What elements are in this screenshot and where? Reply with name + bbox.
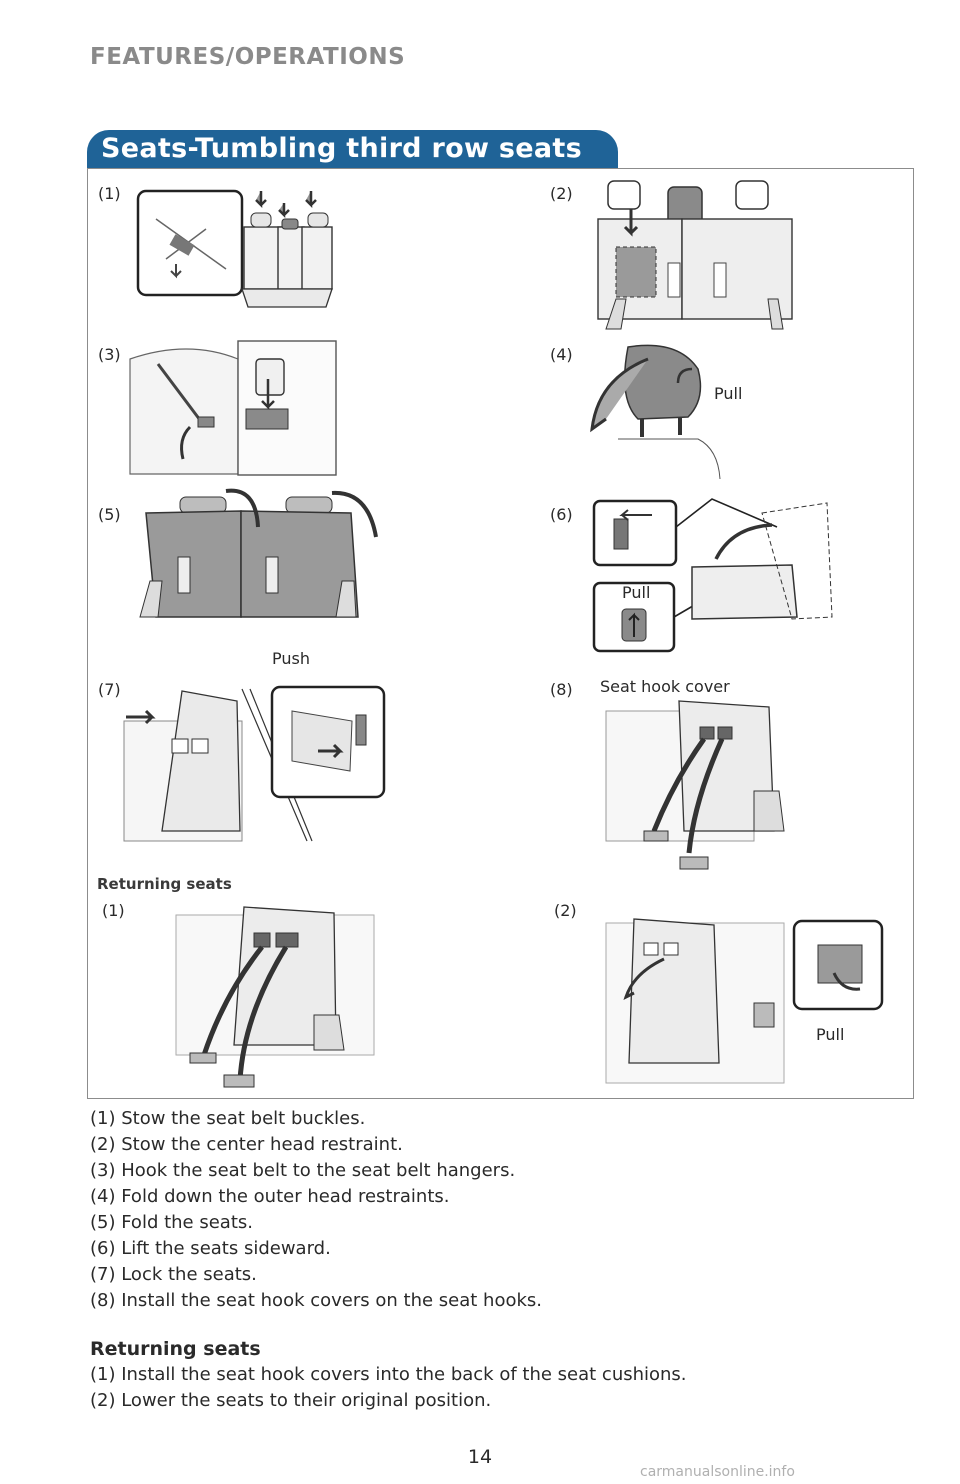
illustration-panel: (1) (2) (3) (4) (5) (6) (7) (8) <box>87 168 914 1099</box>
seat-illustration-return-2 <box>605 918 884 1084</box>
figure-label-2: (2) <box>550 184 573 203</box>
callout-pull-4: Pull <box>714 384 743 403</box>
returning-step-item: (2) Lower the seats to their original po… <box>90 1390 492 1411</box>
seat-illustration-2 <box>597 180 793 330</box>
step-item: (4) Fold down the outer head restraints. <box>90 1186 450 1207</box>
returning-seats-heading: Returning seats <box>90 1338 261 1360</box>
page-number: 14 <box>467 1446 493 1468</box>
callout-seat-hook-cover: Seat hook cover <box>600 677 730 696</box>
figure-label-4: (4) <box>550 345 573 364</box>
seat-illustration-8 <box>605 700 785 870</box>
returning-seats-subheading: Returning seats <box>97 875 232 893</box>
seat-illustration-return-1 <box>175 906 375 1088</box>
seat-illustration-4 <box>590 344 721 480</box>
seat-illustration-7 <box>123 685 386 842</box>
steps-list: (1) Stow the seat belt buckles. (2) Stow… <box>90 1106 542 1314</box>
callout-push: Push <box>272 649 310 668</box>
returning-step-item: (1) Install the seat hook covers into th… <box>90 1364 687 1385</box>
step-item: (1) Stow the seat belt buckles. <box>90 1108 366 1129</box>
step-item: (8) Install the seat hook covers on the … <box>90 1290 542 1311</box>
seat-illustration-6 <box>592 498 833 653</box>
step-item: (7) Lock the seats. <box>90 1264 257 1285</box>
step-item: (6) Lift the seats sideward. <box>90 1238 331 1259</box>
page-title: Seats-Tumbling third row seats <box>101 133 582 164</box>
figure-label-3: (3) <box>98 345 121 364</box>
seat-illustration-3 <box>129 340 337 476</box>
step-item: (5) Fold the seats. <box>90 1212 253 1233</box>
step-item: (2) Stow the center head restraint. <box>90 1134 403 1155</box>
title-banner: Seats-Tumbling third row seats <box>87 130 618 168</box>
figure-label-6: (6) <box>550 505 573 524</box>
returning-steps-list: (1) Install the seat hook covers into th… <box>90 1362 687 1414</box>
step-item: (3) Hook the seat belt to the seat belt … <box>90 1160 516 1181</box>
figure-label-5: (5) <box>98 505 121 524</box>
figure-label-8: (8) <box>550 680 573 699</box>
seat-illustration-1 <box>136 189 333 308</box>
seat-illustration-5 <box>139 488 378 618</box>
figure-label-7: (7) <box>98 680 121 699</box>
figure-label-1: (1) <box>98 184 121 203</box>
watermark: carmanualsonline.info <box>640 1464 795 1480</box>
returning-label-1: (1) <box>102 901 125 920</box>
section-header: FEATURES/OPERATIONS <box>90 44 406 70</box>
callout-pull-6: Pull <box>622 583 651 602</box>
returning-label-2: (2) <box>554 901 577 920</box>
callout-pull-return-2: Pull <box>816 1025 845 1044</box>
